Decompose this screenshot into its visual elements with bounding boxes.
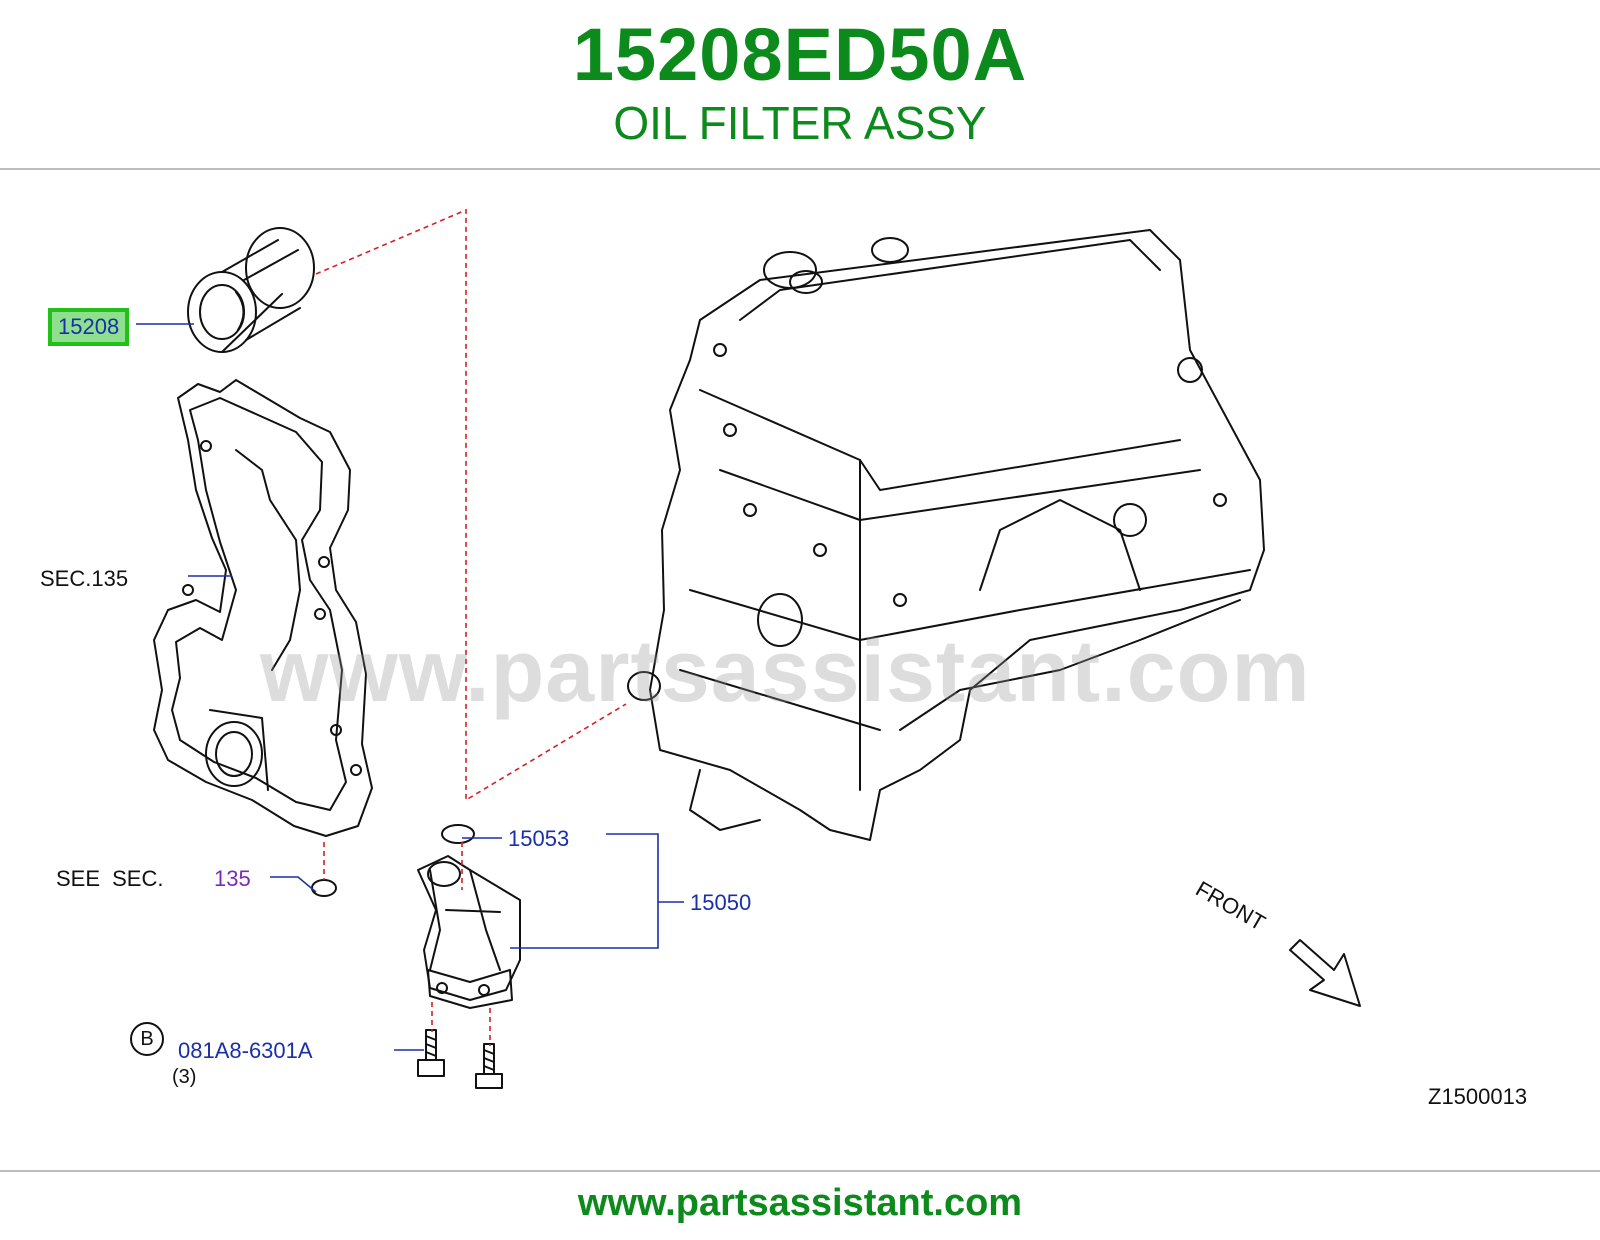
plug-illustration — [311, 879, 337, 897]
callout-bolt-081a8-6301a[interactable]: 081A8-6301A — [178, 1038, 313, 1063]
callout-bracket-15050[interactable]: 15050 — [690, 890, 752, 915]
part-number-title: 15208ED50A — [572, 13, 1028, 96]
illustration-code: Z1500013 — [1428, 1084, 1528, 1109]
front-cover-illustration — [153, 379, 373, 837]
page-header: 15208ED50A OIL FILTER ASSY — [0, 0, 1600, 168]
red-leader-lines — [315, 208, 627, 1046]
part-description: OIL FILTER ASSY — [613, 97, 987, 149]
callout-leader-lines — [136, 323, 684, 1051]
diagram-drawing — [136, 208, 1361, 1089]
callout-see-sec-number[interactable]: 135 — [214, 866, 251, 891]
engine-block-illustration — [627, 229, 1265, 841]
callout-o-ring-15053[interactable]: 15053 — [508, 826, 570, 851]
callout-see-sec: SEE SEC. — [56, 866, 164, 891]
callout-sec-135[interactable]: SEC.135 — [40, 566, 129, 591]
header-divider — [0, 168, 1600, 170]
oil-filter-illustration — [187, 227, 315, 353]
footer-divider — [0, 1170, 1600, 1172]
oil-filter-bracket-illustration — [417, 824, 521, 1009]
footer-site-link[interactable]: www.partsassistant.com — [577, 1182, 1023, 1224]
parts-diagram: www.partsassistant.com 15208 SEC.135 SEE… — [0, 170, 1600, 1170]
bolt-quantity: (3) — [172, 1066, 197, 1088]
bolt-marker-b-icon: B — [130, 1022, 164, 1056]
watermark-text: www.partsassistant.com — [260, 621, 1311, 720]
callout-filter-15208[interactable]: 15208 — [48, 308, 130, 346]
front-arrow-icon — [1289, 939, 1361, 1007]
